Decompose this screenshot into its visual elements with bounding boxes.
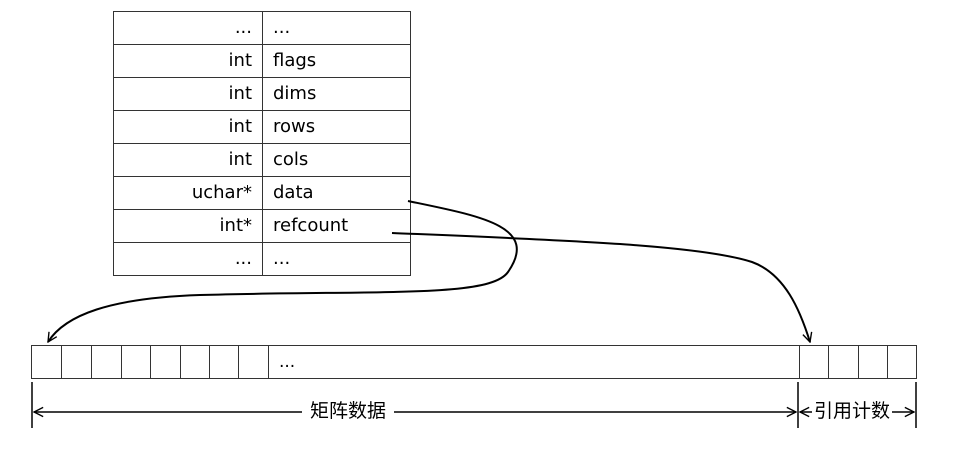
field-type: int bbox=[113, 143, 263, 177]
field-name: dims bbox=[262, 77, 411, 111]
refcount-label: 引用计数 bbox=[812, 396, 893, 426]
field-name: cols bbox=[262, 143, 411, 177]
cell-divider bbox=[886, 346, 888, 378]
struct-row: int cols bbox=[113, 143, 411, 177]
cell-divider bbox=[60, 346, 62, 378]
refcount-pointer-arrow bbox=[391, 232, 810, 342]
struct-row-refcount: int* refcount bbox=[113, 209, 411, 243]
struct-row-data: uchar* data bbox=[113, 176, 411, 210]
field-name: flags bbox=[262, 44, 411, 78]
cell-divider bbox=[179, 346, 181, 378]
cell-divider bbox=[827, 346, 829, 378]
cell-divider bbox=[267, 346, 269, 378]
field-name: refcount bbox=[262, 209, 411, 243]
mat-struct-table: ... ... int flags int dims int rows int … bbox=[113, 11, 411, 276]
struct-row: int rows bbox=[113, 110, 411, 144]
cell-divider bbox=[120, 346, 122, 378]
matrix-data-label: 矩阵数据 bbox=[302, 396, 395, 426]
struct-row: ... ... bbox=[113, 11, 411, 45]
field-name: ... bbox=[262, 242, 411, 276]
data-ellipsis: ... bbox=[279, 352, 296, 372]
refcount-divider bbox=[798, 346, 800, 378]
field-type: ... bbox=[113, 242, 263, 276]
cell-divider bbox=[90, 346, 92, 378]
field-name: data bbox=[262, 176, 411, 210]
memory-block: ... bbox=[31, 345, 917, 379]
cell-divider bbox=[857, 346, 859, 378]
field-type: int bbox=[113, 110, 263, 144]
struct-row: ... ... bbox=[113, 242, 411, 276]
field-name: ... bbox=[262, 11, 411, 45]
field-type: ... bbox=[113, 11, 263, 45]
struct-row: int dims bbox=[113, 77, 411, 111]
cell-divider bbox=[208, 346, 210, 378]
field-type: uchar* bbox=[113, 176, 263, 210]
cell-divider bbox=[149, 346, 151, 378]
cell-divider bbox=[237, 346, 239, 378]
field-name: rows bbox=[262, 110, 411, 144]
struct-row: int flags bbox=[113, 44, 411, 78]
field-type: int* bbox=[113, 209, 263, 243]
data-pointer-arrow bbox=[47, 200, 518, 342]
